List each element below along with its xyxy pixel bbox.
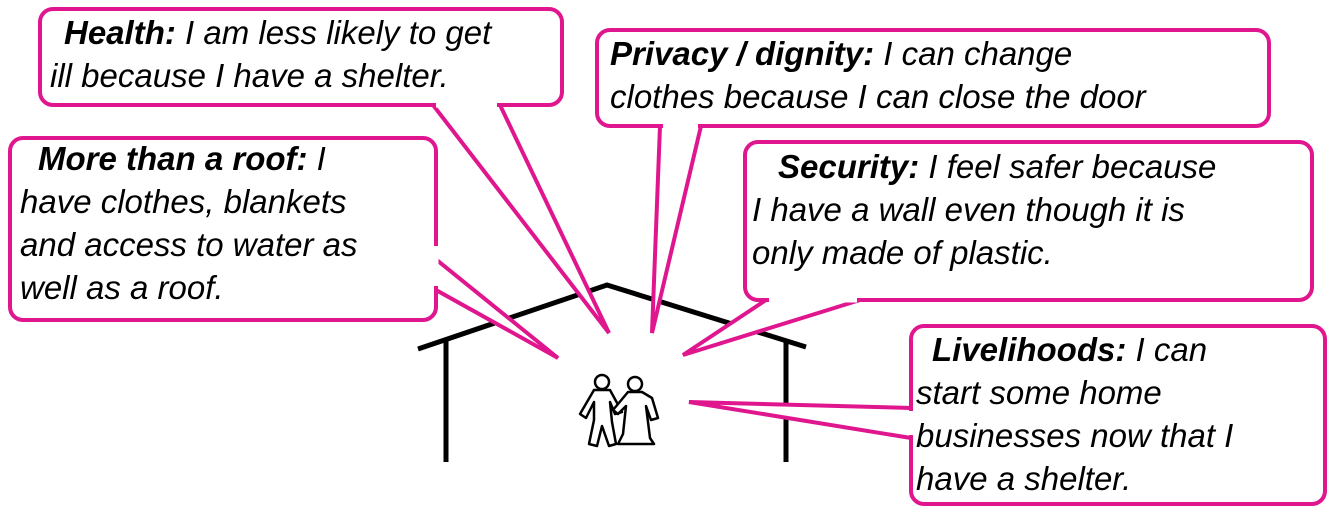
security-bubble: [743, 140, 1314, 302]
security-line-1: I feel safer because: [919, 148, 1217, 185]
livelihoods-line-1: I can: [1126, 331, 1208, 368]
woman-body-icon: [611, 390, 660, 446]
livelihoods-line-3: businesses now that I: [916, 417, 1234, 454]
roof-line-3: and access to water as: [20, 226, 358, 263]
livelihoods-heading: Livelihoods:: [932, 331, 1127, 368]
roof-line-4: well as a roof.: [20, 269, 224, 306]
roof-line-2: have clothes, blankets: [20, 183, 347, 220]
health-heading: Health:: [64, 14, 176, 51]
security-heading: Security:: [778, 148, 920, 185]
health-line-1: I am less likely to get: [175, 14, 492, 51]
security-line-3: only made of plastic.: [752, 234, 1053, 271]
security-pointer: [681, 298, 861, 357]
bubble-boxes: [8, 7, 1327, 506]
roof-bubble: [8, 136, 438, 322]
livelihoods-pointer: [688, 400, 913, 441]
pointer-joins: [433, 102, 914, 435]
privacy-pointer: [650, 124, 704, 334]
privacy-text: Privacy / dignity: I can change clothes …: [610, 32, 1146, 118]
man-head-icon: [593, 373, 611, 391]
roof-line-1: I: [307, 140, 326, 177]
livelihoods-text: Livelihoods: I can start some home busin…: [916, 328, 1233, 500]
privacy-bubble: [595, 28, 1271, 128]
livelihoods-line-2: start some home: [916, 374, 1162, 411]
man-body-icon: [578, 388, 624, 448]
privacy-line-1: I can change: [874, 35, 1073, 72]
roof-text: More than a roof: I have clothes, blanke…: [20, 137, 358, 309]
woman-head-icon: [626, 375, 644, 393]
bubble-pointers: [410, 103, 913, 441]
health-text: Health: I am less likely to get ill beca…: [50, 11, 491, 97]
roof-heading: More than a roof:: [38, 140, 308, 177]
security-text: Security: I feel safer because I have a …: [752, 145, 1216, 274]
livelihoods-line-4: have a shelter.: [916, 460, 1132, 497]
two-people-icon: [578, 373, 660, 448]
health-bubble: [38, 7, 564, 107]
privacy-heading: Privacy / dignity:: [610, 35, 875, 72]
health-line-2: ill because I have a shelter.: [50, 57, 449, 94]
privacy-line-2: clothes because I can close the door: [610, 78, 1146, 115]
security-line-2: I have a wall even though it is: [752, 191, 1185, 228]
